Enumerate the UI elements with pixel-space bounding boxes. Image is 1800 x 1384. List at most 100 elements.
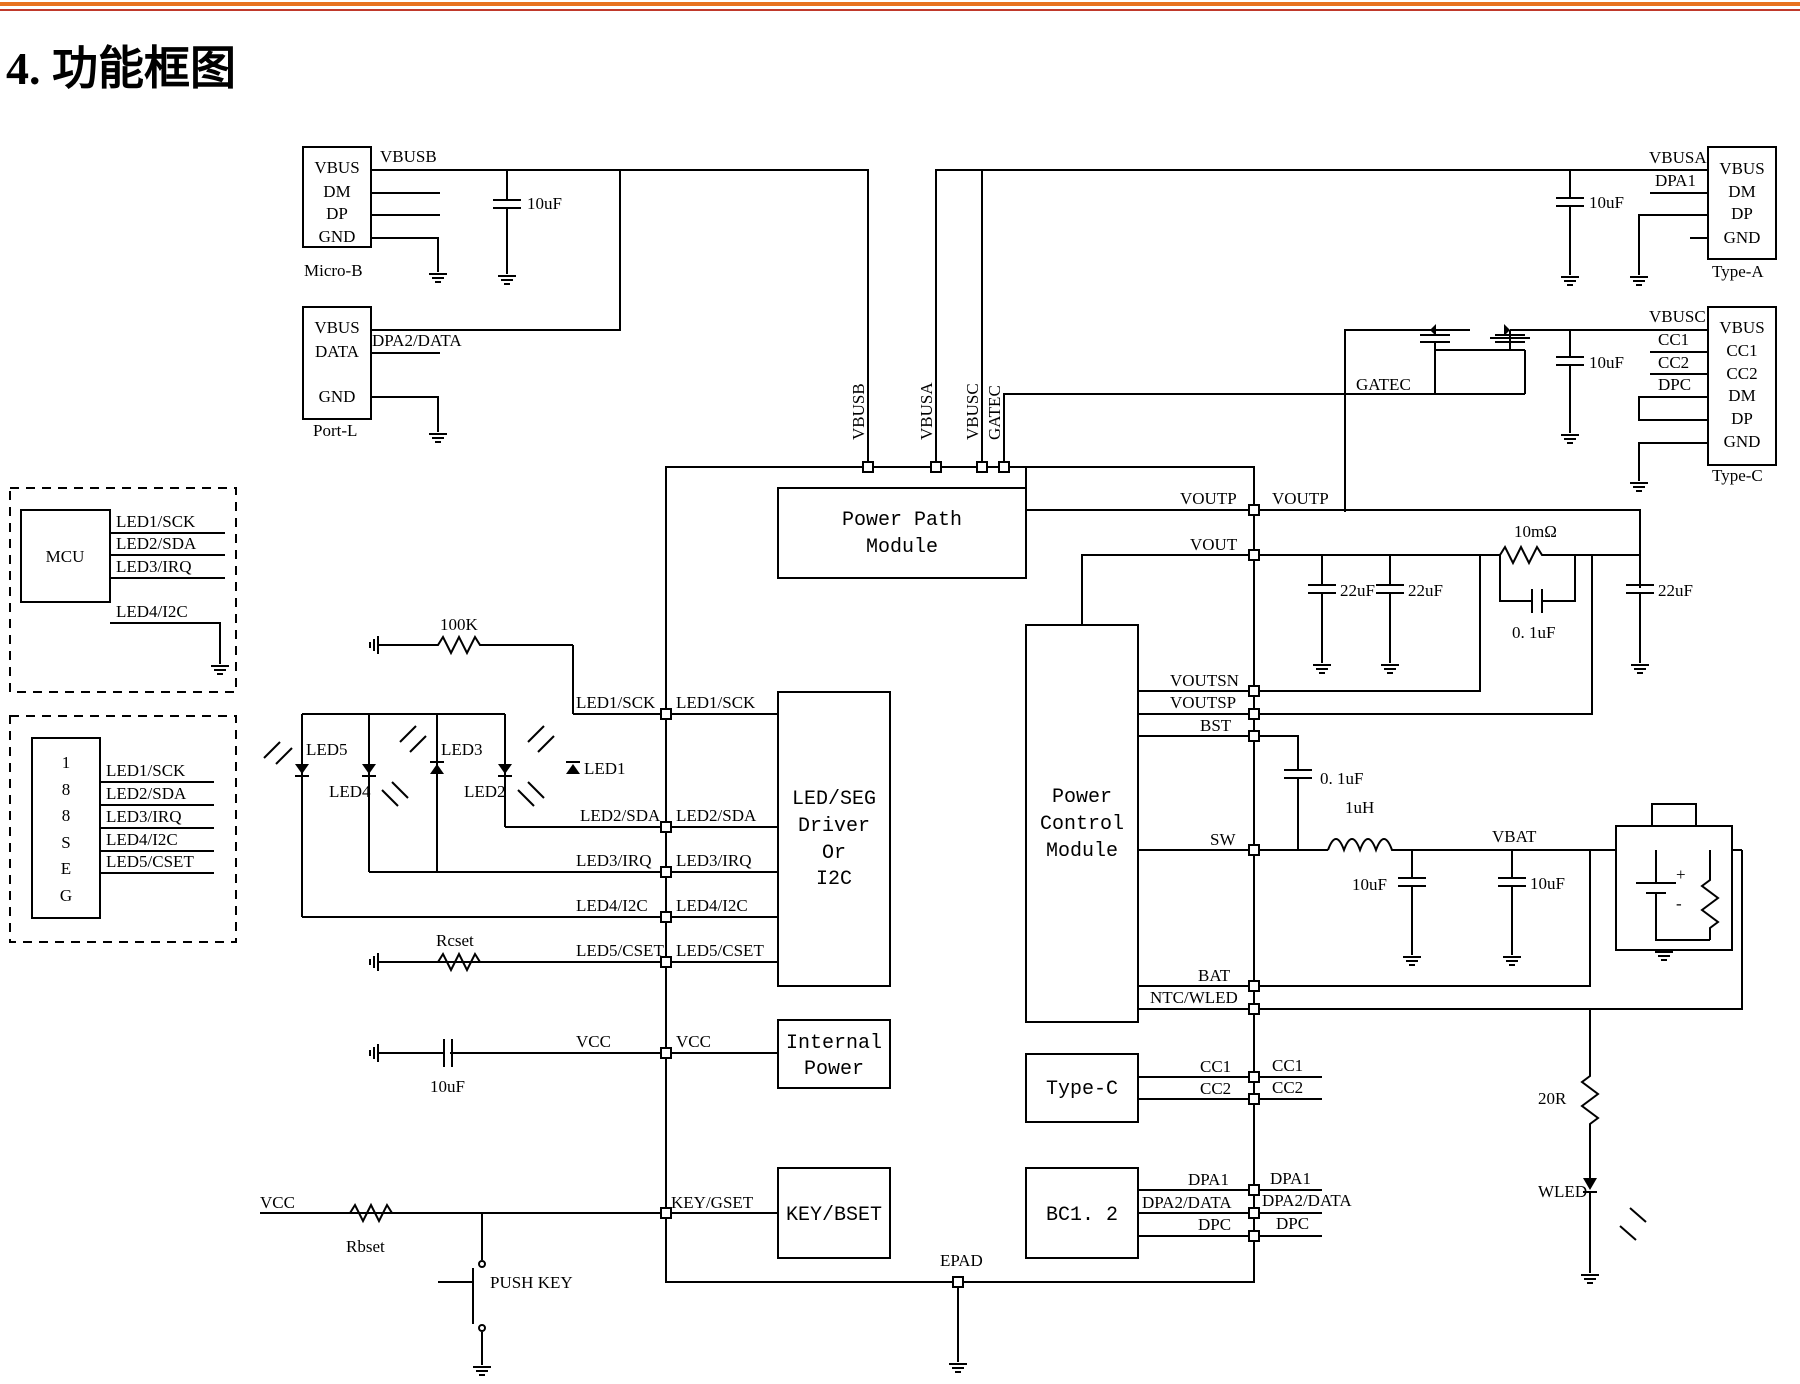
type-a-connector: VBUS DM DP GND Type-A VBUSA DPA1 10uF	[935, 146, 1777, 467]
pin-node	[1248, 549, 1260, 561]
svg-text:CC2: CC2	[1272, 1078, 1303, 1097]
svg-text:10uF: 10uF	[1589, 193, 1624, 212]
svg-text:CC2: CC2	[1200, 1079, 1231, 1098]
led-seg-driver: LED/SEG Driver Or I2C	[777, 691, 891, 987]
svg-text:10uF: 10uF	[430, 1077, 465, 1096]
svg-text:WLED: WLED	[1538, 1182, 1587, 1201]
left-pin-wires: LED1/SCK LED2/SDA LED3/IRQ LED4/I2C LED5…	[270, 693, 778, 1214]
svg-text:VCC: VCC	[676, 1032, 711, 1051]
svg-text:LED2/SDA: LED2/SDA	[116, 534, 197, 553]
resistor-100k: 100K	[369, 615, 573, 656]
svg-text:LED1: LED1	[584, 759, 626, 778]
svg-text:DPA1: DPA1	[1270, 1169, 1311, 1188]
svg-text:GND: GND	[319, 227, 356, 246]
bc12-block: BC1. 2	[1025, 1167, 1139, 1259]
type-c-label: Type-C	[1712, 466, 1763, 485]
svg-text:Power: Power	[1052, 786, 1112, 809]
type-c-connector: VBUS CC1 CC2 DM DP GND Type-C VBUSC CC1 …	[1003, 306, 1777, 512]
svg-text:DPA1: DPA1	[1188, 1170, 1229, 1189]
svg-text:Or: Or	[822, 842, 846, 865]
svg-text:G: G	[60, 886, 72, 905]
epad-section: EPAD	[940, 1251, 983, 1373]
svg-text:LED3/IRQ: LED3/IRQ	[676, 851, 752, 870]
svg-text:10uF: 10uF	[1530, 874, 1565, 893]
svg-text:22uF: 22uF	[1658, 581, 1693, 600]
pin-node	[660, 821, 672, 833]
led4-diode	[362, 764, 376, 777]
svg-text:Driver: Driver	[798, 815, 870, 838]
svg-text:-: -	[1676, 894, 1682, 913]
pin-markers	[660, 461, 1260, 1288]
svg-text:VBUS: VBUS	[1719, 318, 1764, 337]
svg-text:0. 1uF: 0. 1uF	[1512, 623, 1555, 642]
svg-text:LED5: LED5	[306, 740, 348, 759]
svg-text:VBUSC: VBUSC	[963, 383, 982, 440]
svg-text:CC1: CC1	[1658, 330, 1689, 349]
seg-display-group: 1 8 8 S E G LED1/SCK LED2/SDA LED3/IRQ L…	[9, 715, 237, 943]
battery-section: 0. 1uF 1uH VBAT 10uF 10uF + -	[1254, 735, 1743, 1010]
svg-text:Module: Module	[1046, 840, 1118, 863]
pin-node	[1248, 685, 1260, 697]
pin-node	[1248, 708, 1260, 720]
svg-text:LED1/SCK: LED1/SCK	[576, 693, 656, 712]
wled-section: 20R WLED	[1538, 1009, 1647, 1284]
svg-text:DM: DM	[1728, 182, 1755, 201]
svg-text:VOUT: VOUT	[1190, 535, 1238, 554]
pin-node	[1248, 1184, 1260, 1196]
svg-text:I2C: I2C	[816, 868, 852, 891]
pin-node	[1248, 844, 1260, 856]
pin-node	[952, 1276, 964, 1288]
svg-text:DPA2/DATA: DPA2/DATA	[372, 331, 462, 350]
svg-text:VBUSB: VBUSB	[849, 383, 868, 440]
pin-node	[930, 461, 942, 473]
svg-text:Rcset: Rcset	[436, 931, 474, 950]
svg-text:E: E	[61, 859, 71, 878]
svg-text:DM: DM	[323, 182, 350, 201]
svg-text:CC1: CC1	[1200, 1057, 1231, 1076]
svg-text:GND: GND	[1724, 432, 1761, 451]
resistor-rcset: Rcset	[369, 931, 573, 973]
svg-text:SW: SW	[1210, 830, 1236, 849]
svg-text:LED5/CSET: LED5/CSET	[106, 852, 194, 871]
wled-emission-arrows	[1619, 1207, 1647, 1241]
svg-text:DP: DP	[1731, 409, 1753, 428]
output-section: 10mΩ 0. 1uF 22uF 22uF 22uF	[1254, 509, 1693, 715]
rbset-push-key: VCC Rbset PUSH KEY	[260, 1193, 573, 1376]
svg-text:DATA: DATA	[315, 342, 360, 361]
pin-node	[660, 911, 672, 923]
svg-text:VBUS: VBUS	[1719, 159, 1764, 178]
svg-text:VCC: VCC	[260, 1193, 295, 1212]
svg-text:LED4/I2C: LED4/I2C	[116, 602, 188, 621]
svg-text:LED2/SDA: LED2/SDA	[580, 806, 661, 825]
svg-text:10uF: 10uF	[527, 194, 562, 213]
pin-node	[1248, 1071, 1260, 1083]
svg-text:LED1/SCK: LED1/SCK	[676, 693, 756, 712]
svg-text:DPA2/DATA: DPA2/DATA	[1142, 1193, 1232, 1212]
svg-text:22uF: 22uF	[1340, 581, 1375, 600]
svg-text:NTC/WLED: NTC/WLED	[1150, 988, 1238, 1007]
svg-text:VOUTP: VOUTP	[1272, 489, 1329, 508]
micro-b-label: Micro-B	[304, 261, 363, 280]
svg-text:GATEC: GATEC	[985, 385, 1004, 440]
mosfet-right	[1495, 324, 1525, 343]
svg-text:LED2/SDA: LED2/SDA	[106, 784, 187, 803]
pin-node	[660, 708, 672, 720]
svg-text:BC1. 2: BC1. 2	[1046, 1204, 1118, 1227]
svg-text:100K: 100K	[440, 615, 479, 634]
svg-text:Rbset: Rbset	[346, 1237, 385, 1256]
pin-node	[1248, 504, 1260, 516]
svg-text:KEY/GSET: KEY/GSET	[671, 1193, 754, 1212]
svg-text:1: 1	[62, 753, 71, 772]
svg-text:1uH: 1uH	[1345, 798, 1374, 817]
svg-text:DPA2/DATA: DPA2/DATA	[1262, 1191, 1352, 1210]
header-rule	[0, 2, 1800, 11]
chip-boundary	[665, 466, 1255, 1283]
port-l-connector: VBUS DATA GND Port-L DPA2/DATA	[302, 170, 621, 443]
svg-text:Module: Module	[866, 536, 938, 559]
mcu-label: MCU	[46, 547, 85, 566]
pin-node	[998, 461, 1010, 473]
svg-text:10uF: 10uF	[1589, 353, 1624, 372]
svg-text:DPC: DPC	[1198, 1215, 1231, 1234]
svg-text:GATEC: GATEC	[1356, 375, 1411, 394]
